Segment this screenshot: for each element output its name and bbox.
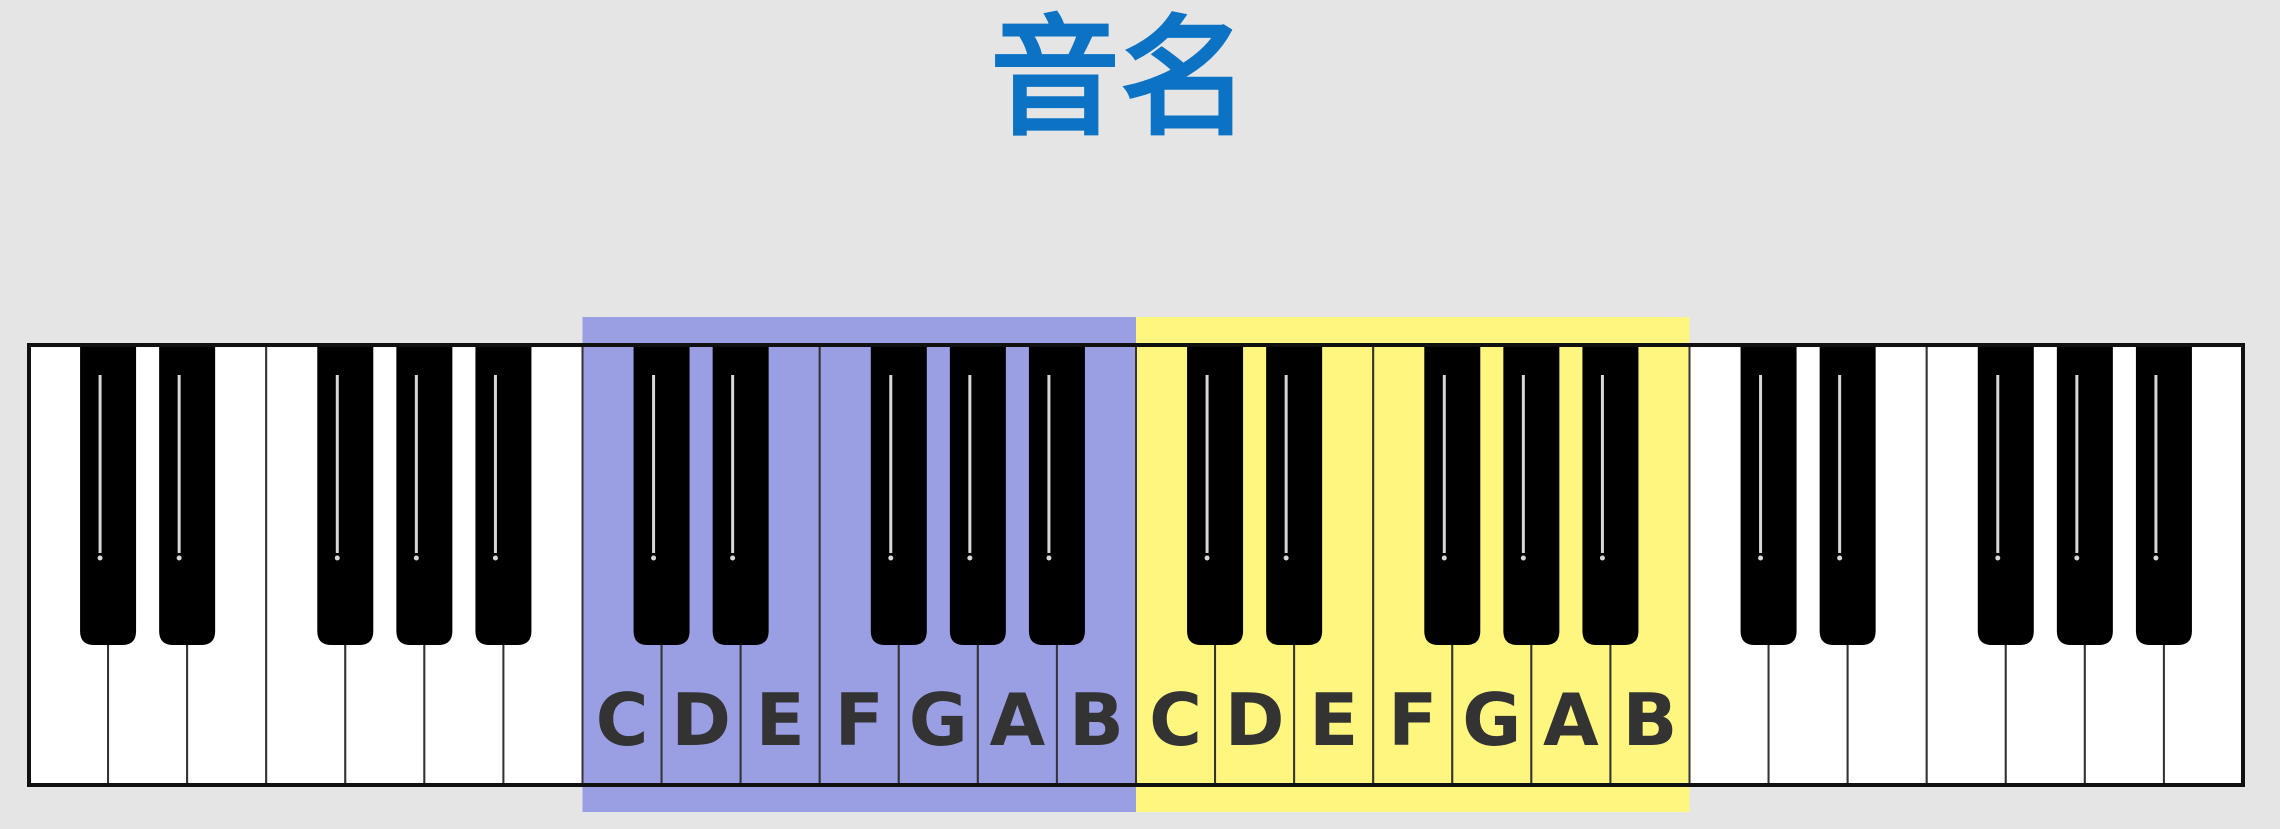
black-key-f-sharp-octave-1[interactable]: [870, 345, 927, 645]
note-label-g-octave-2: G: [1462, 678, 1521, 762]
black-key-c-sharp-octave-3[interactable]: [1740, 345, 1797, 645]
black-key-d-sharp-octave-1[interactable]: [712, 345, 769, 645]
note-label-a-octave-1: A: [990, 678, 1046, 762]
note-label-c-octave-1: C: [596, 678, 649, 762]
black-key-c-sharp-octave-0[interactable]: [80, 345, 137, 645]
note-label-a-octave-2: A: [1543, 678, 1599, 762]
black-key-f-sharp-octave-0[interactable]: [317, 345, 374, 645]
black-key-a-sharp-octave-1[interactable]: [1028, 345, 1085, 645]
note-label-g-octave-1: G: [909, 678, 968, 762]
black-key-g-sharp-octave-2[interactable]: [1503, 345, 1560, 645]
black-key-a-sharp-octave-0[interactable]: [475, 345, 532, 645]
note-label-d-octave-1: D: [671, 678, 731, 762]
black-key-d-sharp-octave-3[interactable]: [1819, 345, 1876, 645]
note-label-b-octave-1: B: [1069, 678, 1124, 762]
black-key-c-sharp-octave-1[interactable]: [633, 345, 690, 645]
note-label-d-octave-2: D: [1225, 678, 1285, 762]
note-label-f-octave-1: F: [835, 678, 884, 762]
black-key-g-sharp-octave-1[interactable]: [949, 345, 1006, 645]
black-key-f-sharp-octave-3[interactable]: [1977, 345, 2034, 645]
page-title: 音名: [989, 2, 1250, 154]
black-key-f-sharp-octave-2[interactable]: [1424, 345, 1481, 645]
black-key-c-sharp-octave-2[interactable]: [1187, 345, 1244, 645]
note-label-b-octave-2: B: [1623, 678, 1678, 762]
note-label-c-octave-2: C: [1149, 678, 1202, 762]
black-key-g-sharp-octave-0[interactable]: [396, 345, 453, 645]
black-key-a-sharp-octave-2[interactable]: [1582, 345, 1639, 645]
black-key-d-sharp-octave-0[interactable]: [159, 345, 216, 645]
note-label-e-octave-1: E: [756, 678, 805, 762]
note-label-e-octave-2: E: [1309, 678, 1358, 762]
black-key-a-sharp-octave-3[interactable]: [2135, 345, 2192, 645]
note-label-f-octave-2: F: [1388, 678, 1437, 762]
black-key-d-sharp-octave-2[interactable]: [1266, 345, 1323, 645]
black-key-g-sharp-octave-3[interactable]: [2056, 345, 2113, 645]
